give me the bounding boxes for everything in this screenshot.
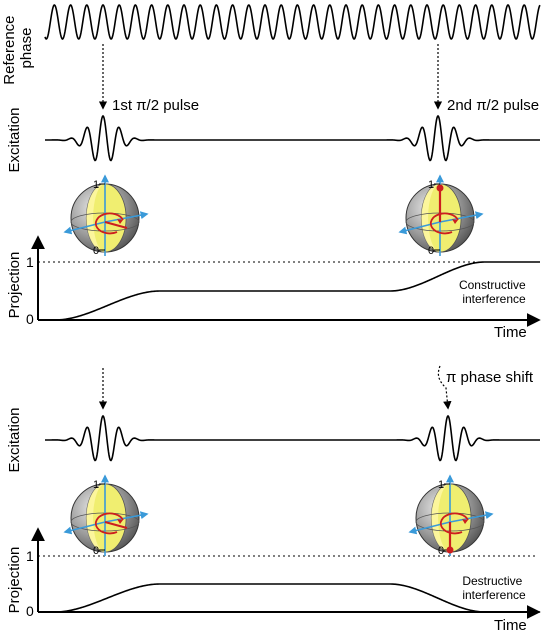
excitation-waveform-top	[44, 114, 540, 162]
time-label-bottom: Time	[494, 617, 527, 633]
sphere-tick-one: 1	[93, 179, 99, 191]
rotation-arc	[429, 212, 459, 235]
excitation-label-bottom: Excitation	[6, 407, 23, 472]
state-vector	[104, 520, 128, 530]
bloch-sphere-bottom-right: 10	[408, 474, 494, 557]
sphere-tick-one: 1	[438, 479, 444, 491]
rotation-arc	[439, 512, 469, 535]
tick-zero-top: 0	[26, 311, 34, 327]
projection-curve-bottom	[38, 583, 540, 613]
constructive-label: Constructive interference	[459, 278, 529, 306]
destructive-label: Destructive interference	[462, 574, 526, 602]
pulse2-label: 2nd π/2 pulse	[447, 97, 539, 114]
sphere-tick-zero: 0	[93, 545, 99, 557]
bloch-sphere-top-left: 10	[63, 174, 149, 257]
sphere-tick-zero: 0	[428, 245, 434, 257]
sphere-tick-one: 1	[428, 179, 434, 191]
tick-one-bottom: 1	[26, 548, 34, 564]
projection-label-top: Projection	[6, 252, 23, 319]
bloch-sphere-bottom-left: 10	[63, 474, 149, 557]
state-vector	[104, 220, 128, 230]
rotation-arc	[94, 212, 124, 235]
rotation-arc	[94, 512, 124, 535]
sphere-tick-zero: 0	[438, 545, 444, 557]
sphere-tick-one: 1	[93, 479, 99, 491]
tick-zero-bottom: 0	[26, 603, 34, 619]
phase-shift-arrow	[437, 365, 452, 410]
tick-one-top: 1	[26, 254, 34, 270]
reference-phase-label: Reference phase	[1, 11, 35, 84]
excitation-label-top: Excitation	[6, 107, 23, 172]
projection-label-bottom: Projection	[6, 547, 23, 614]
bloch-sphere-top-right: 10	[398, 174, 484, 257]
pulse1-label: 1st π/2 pulse	[112, 97, 199, 114]
time-label-top: Time	[494, 324, 527, 341]
excitation-waveform-bottom	[44, 414, 540, 462]
phase-shift-label: π phase shift	[446, 369, 534, 386]
reference-phase-wave	[44, 4, 541, 40]
sphere-tick-zero: 0	[93, 245, 99, 257]
projection-curve-top	[38, 261, 540, 321]
